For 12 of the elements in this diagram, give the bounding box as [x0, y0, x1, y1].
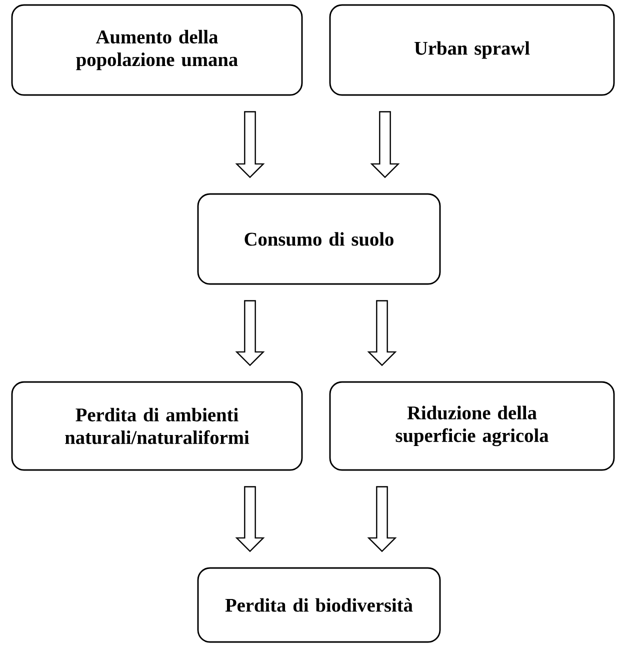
block-arrow [235, 486, 265, 552]
block-arrow [367, 486, 397, 552]
process-box: Riduzione della superficie agricola [329, 381, 615, 471]
process-box: Perdita di biodiversità [197, 567, 441, 643]
process-box: Aumento della popolazione umana [11, 4, 303, 96]
process-box: Consumo di suolo [197, 193, 441, 285]
block-arrow [235, 111, 265, 178]
process-box: Urban sprawl [329, 4, 615, 96]
block-arrow [367, 300, 397, 366]
process-box: Perdita di ambienti naturali/naturaliformi [11, 381, 303, 471]
block-arrow [235, 300, 265, 366]
block-arrow [370, 111, 400, 178]
